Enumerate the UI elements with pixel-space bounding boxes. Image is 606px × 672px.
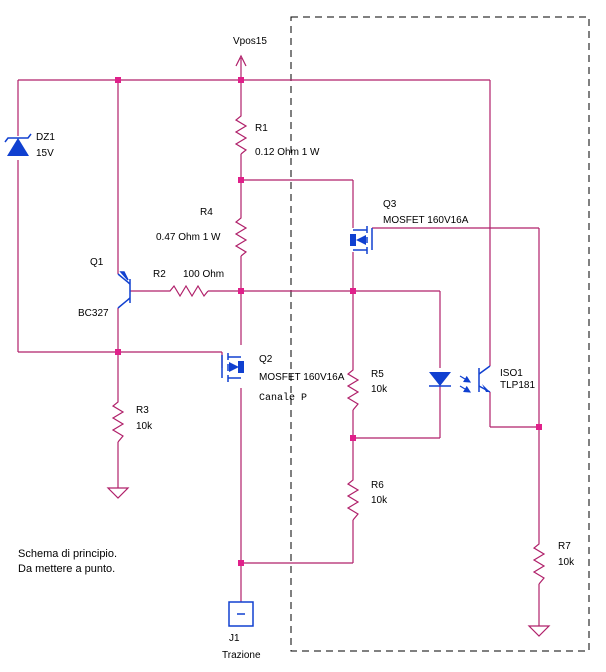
mosfet-q3	[350, 226, 373, 254]
q3-value: MOSFET 160V16A	[383, 215, 469, 226]
supply-label: Vpos15	[233, 36, 267, 47]
ground-r7	[527, 625, 551, 637]
r1-ref: R1	[255, 123, 268, 134]
r7-ref: R7	[558, 541, 571, 552]
q1-value: BC327	[78, 308, 109, 319]
resistors	[111, 112, 546, 585]
grounds	[106, 487, 551, 637]
resistor-r5	[346, 366, 360, 411]
r3-ref: R3	[136, 405, 149, 416]
resistor-r1	[234, 112, 248, 155]
iso1-value: TLP181	[500, 380, 535, 391]
r3-value: 10k	[136, 421, 153, 432]
r5-ref: R5	[371, 369, 384, 380]
dashed-enclosure	[290, 16, 590, 652]
r7-value: 10k	[558, 557, 575, 568]
q2-value: MOSFET 160V16A	[259, 372, 345, 383]
wires	[17, 58, 540, 626]
q1-ref: Q1	[90, 257, 104, 268]
q2-note: Canale P	[259, 392, 307, 404]
resistor-r7	[532, 540, 546, 585]
r4-ref: R4	[200, 207, 213, 218]
mosfet-q2	[221, 353, 244, 382]
r6-ref: R6	[371, 480, 384, 491]
dz1-value: 15V	[36, 148, 54, 159]
resistor-r2	[166, 284, 209, 298]
zener-dz1	[4, 133, 32, 156]
junction-nodes	[115, 77, 542, 566]
r2-ref: R2	[153, 269, 166, 280]
ground-r3	[106, 487, 130, 499]
r5-value: 10k	[371, 384, 388, 395]
connector-j1	[228, 601, 254, 627]
r6-value: 10k	[371, 495, 388, 506]
r2-value: 100 Ohm	[183, 269, 224, 280]
r4-value: 0.47 Ohm 1 W	[156, 232, 221, 243]
resistor-r4	[234, 214, 248, 257]
resistor-r3	[111, 398, 125, 443]
j1-ref: J1	[229, 633, 240, 644]
note-line-2: Da mettere a punto.	[18, 563, 115, 575]
optocoupler-iso1	[429, 365, 491, 393]
resistor-r6	[346, 476, 360, 521]
iso1-ref: ISO1	[500, 368, 523, 379]
q3-ref: Q3	[383, 199, 397, 210]
j1-value: Trazione	[222, 650, 261, 661]
q2-ref: Q2	[259, 354, 273, 365]
note-line-1: Schema di principio.	[18, 548, 117, 560]
dz1-ref: DZ1	[36, 132, 55, 143]
transistor-q1	[117, 271, 131, 309]
r1-value: 0.12 Ohm 1 W	[255, 147, 320, 158]
supply-symbol	[235, 54, 247, 67]
